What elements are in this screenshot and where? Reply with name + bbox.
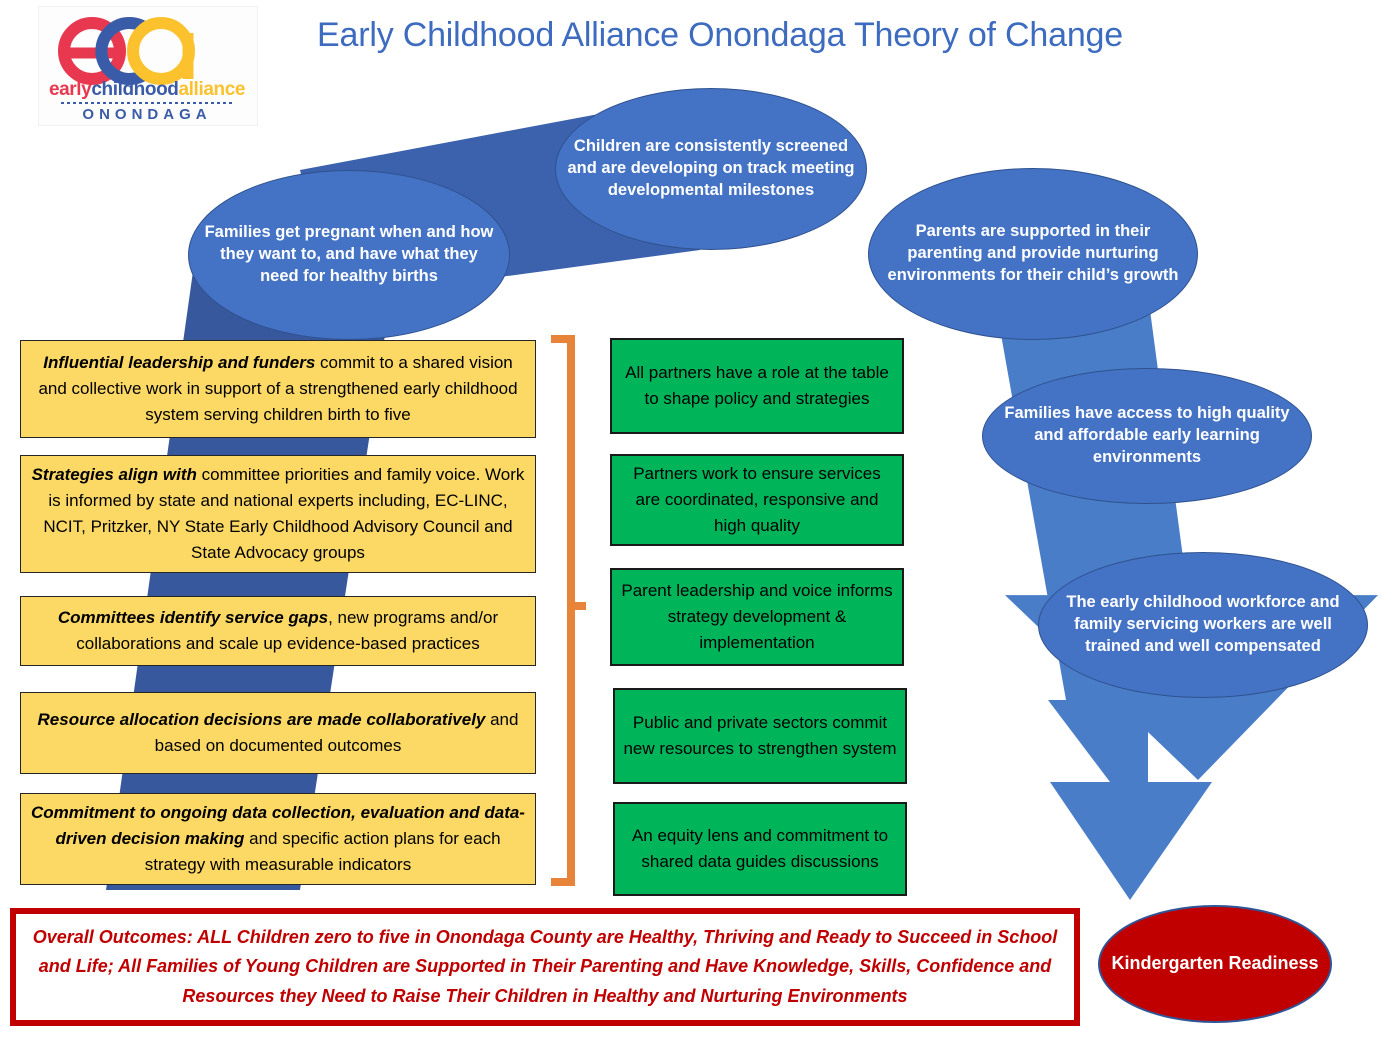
outcome-ellipse-early-childhood-workforce[interactable]: The early childhood workforce and family… [1038, 552, 1368, 698]
strategy-rest: and based on documented outcomes [154, 710, 519, 755]
strategy-lead: Resource allocation decisions are made c… [37, 710, 486, 730]
strategy-box-strategies-align[interactable]: Strategies align with committee prioriti… [20, 455, 536, 573]
condition-box-parent-leadership[interactable]: Parent leadership and voice informs stra… [610, 568, 904, 666]
strategy-rest: committee priorities and family voice. W… [43, 465, 525, 562]
ellipse-label: Parents are supported in their parenting… [887, 222, 1179, 284]
overall-outcomes-banner: Overall Outcomes: ALL Children zero to f… [10, 908, 1080, 1026]
condition-label: All partners have a role at the table to… [625, 363, 889, 408]
condition-label: An equity lens and commitment to shared … [631, 826, 889, 871]
orange-bracket [551, 335, 586, 886]
ellipse-label: Families have access to high quality and… [1004, 404, 1290, 466]
strategy-box-committees-identify-gaps[interactable]: Committees identify service gaps, new pr… [20, 596, 536, 666]
outcome-ellipse-families-have-access[interactable]: Families have access to high quality and… [982, 368, 1312, 504]
logo-subtitle: ONONDAGA [82, 106, 211, 123]
ellipse-label: Families get pregnant when and how they … [204, 223, 494, 285]
strategy-lead: Strategies align with [31, 465, 197, 485]
condition-label: Public and private sectors commit new re… [623, 713, 897, 758]
logo-artwork: earlychildhoodalliance ONONDAGA [49, 17, 245, 123]
condition-box-equity-lens[interactable]: An equity lens and commitment to shared … [613, 802, 907, 896]
down-arrow [1048, 700, 1212, 900]
kindergarten-readiness-label: Kindergarten Readiness [1111, 953, 1319, 974]
page-title: Early Childhood Alliance Onondaga Theory… [317, 16, 1123, 54]
strategy-rest: , new programs and/or collaborations and… [76, 608, 499, 653]
strategy-lead: Commitment to ongoing data collection, e… [31, 803, 525, 849]
strategy-rest: commit to a shared vision and collective… [38, 353, 518, 424]
outcome-ellipse-parents-supported[interactable]: Parents are supported in their parenting… [868, 168, 1198, 340]
strategy-box-resource-allocation[interactable]: Resource allocation decisions are made c… [20, 692, 536, 774]
condition-box-public-private-resources[interactable]: Public and private sectors commit new re… [613, 688, 907, 784]
kindergarten-readiness-ellipse[interactable]: Kindergarten Readiness [1098, 905, 1332, 1023]
logo-wordmark: earlychildhoodalliance [49, 79, 245, 100]
strategy-box-influential-leadership[interactable]: Influential leadership and funders commi… [20, 340, 536, 438]
outcome-ellipse-children-screened[interactable]: Children are consistently screened and a… [555, 88, 867, 250]
strategy-lead: Committees identify service gaps [57, 608, 329, 628]
ellipse-label: Children are consistently screened and a… [567, 137, 855, 199]
overall-outcomes-text: Overall Outcomes: ALL Children zero to f… [32, 927, 1058, 1006]
eca-onondaga-logo: earlychildhoodalliance ONONDAGA [38, 6, 258, 126]
ellipse-label: The early childhood workforce and family… [1066, 593, 1340, 655]
condition-label: Partners work to ensure services are coo… [633, 464, 881, 535]
condition-box-services-coordinated[interactable]: Partners work to ensure services are coo… [610, 454, 904, 546]
condition-label: Parent leadership and voice informs stra… [621, 581, 893, 652]
outcome-ellipse-families-get-pregnant[interactable]: Families get pregnant when and how they … [188, 170, 510, 340]
strategy-lead: Influential leadership and funders [43, 353, 316, 373]
condition-box-partners-role-at-table[interactable]: All partners have a role at the table to… [610, 338, 904, 434]
strategy-rest: and specific action plans for each strat… [144, 829, 501, 874]
strategy-box-data-commitment[interactable]: Commitment to ongoing data collection, e… [20, 793, 536, 885]
